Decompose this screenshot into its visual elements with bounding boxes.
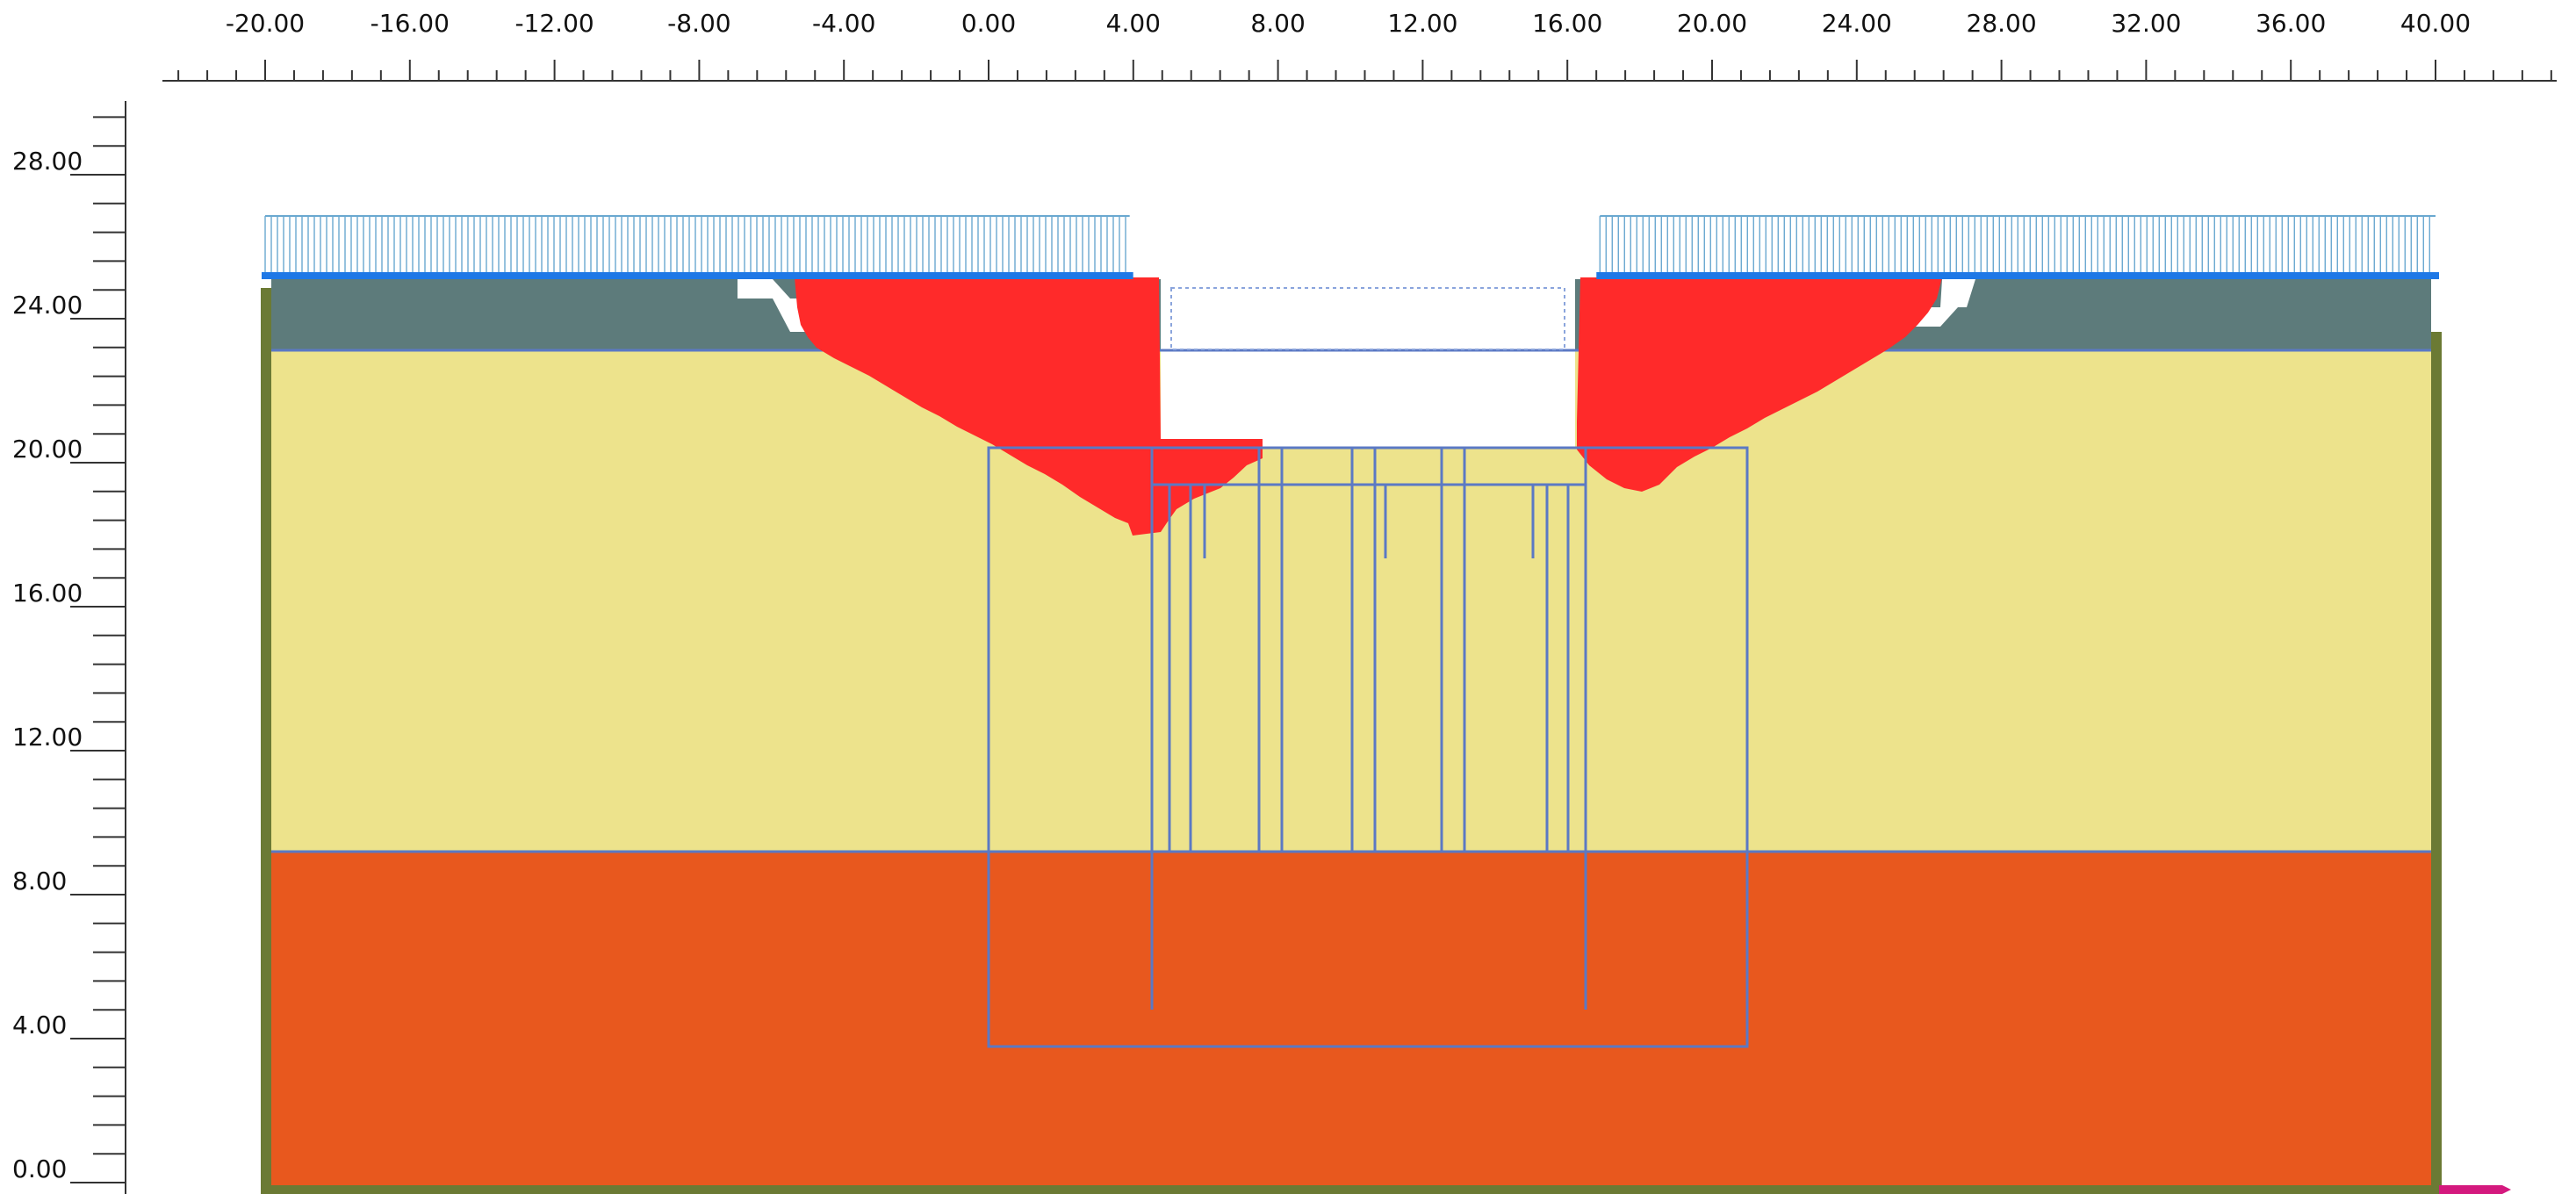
plastic-zone-right bbox=[1577, 277, 1942, 492]
surcharge-loads bbox=[262, 215, 2439, 279]
bottom-boundary bbox=[261, 1185, 2442, 1194]
y-tick-label: 16.00 bbox=[12, 579, 83, 608]
boundary-conditions bbox=[261, 288, 2511, 1194]
x-tick-label: -8.00 bbox=[667, 9, 730, 38]
left-boundary bbox=[261, 288, 271, 1192]
excavation-area bbox=[1161, 274, 1575, 448]
x-tick-label: 32.00 bbox=[2111, 9, 2181, 38]
right-boundary bbox=[2431, 332, 2442, 1192]
structure bbox=[987, 446, 1749, 1048]
y-tick-label: 24.00 bbox=[12, 291, 83, 320]
x-tick-label: 20.00 bbox=[1677, 9, 1747, 38]
soil-layers bbox=[271, 274, 2431, 1187]
y-tick-label: 0.00 bbox=[12, 1154, 67, 1183]
x-tick-label: 8.00 bbox=[1250, 9, 1305, 38]
x-tick-label: -16.00 bbox=[371, 9, 450, 38]
x-tick-label: 40.00 bbox=[2400, 9, 2471, 38]
y-tick-label: 8.00 bbox=[12, 867, 67, 896]
surcharge-left bbox=[262, 215, 1133, 279]
x-tick-label: 4.00 bbox=[1106, 9, 1161, 38]
y-tick-label: 20.00 bbox=[12, 435, 83, 464]
y-axis-ruler: 28.00 24.00 20.00 16.00 12.00 8.00 4.00 0.00 bbox=[12, 101, 126, 1194]
fixity-marker-icon bbox=[2439, 1185, 2511, 1194]
x-tick-label: -4.00 bbox=[812, 9, 875, 38]
surcharge-right bbox=[1596, 215, 2439, 279]
x-tick-label: 28.00 bbox=[1967, 9, 2037, 38]
excavation-dashed-outline bbox=[1170, 287, 1565, 350]
x-tick-label: 12.00 bbox=[1387, 9, 1457, 38]
x-tick-label: -12.00 bbox=[514, 9, 594, 38]
x-tick-label: 24.00 bbox=[1822, 9, 1892, 38]
plastic-zone-left bbox=[795, 277, 1263, 536]
bottom-soil-layer bbox=[271, 852, 2431, 1187]
x-tick-label: 0.00 bbox=[961, 9, 1016, 38]
y-tick-label: 12.00 bbox=[12, 723, 83, 752]
load-base bbox=[1596, 272, 2439, 279]
y-tick-label: 28.00 bbox=[12, 147, 83, 176]
x-tick-label: -20.00 bbox=[226, 9, 305, 38]
x-tick-label: 16.00 bbox=[1532, 9, 1602, 38]
y-tick-label: 4.00 bbox=[12, 1011, 67, 1039]
plastic-zones bbox=[795, 277, 1942, 536]
x-axis-ruler: -20.00 -16.00 -12.00 -8.00 -4.00 0.00 4.00 8.00… bbox=[162, 9, 2557, 82]
x-tick-label: 36.00 bbox=[2256, 9, 2326, 38]
load-base bbox=[262, 272, 1133, 279]
